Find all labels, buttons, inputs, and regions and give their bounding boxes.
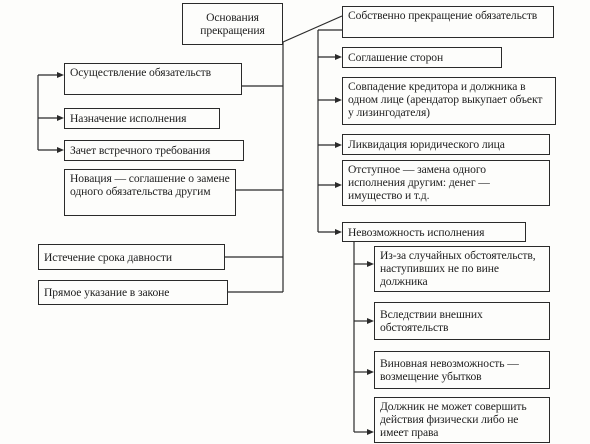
node-label: Совпадение кредитора и должника в одном … [348,80,543,119]
node-limitation: Истечение срока давности [38,244,225,270]
node-label: Новация — соглашение о замене одного обя… [70,172,230,198]
node-culpable: Виновная невозможность — возмещение убыт… [374,351,550,389]
node-label: Невозможность исполнения [348,225,485,239]
node-law: Прямое указание в законе [38,280,228,305]
node-proper-termination: Собственно прекращение обязательств [342,6,554,38]
node-assignment: Назначение исполнения [64,108,220,129]
node-label: Прямое указание в законе [44,286,170,299]
node-liquidation: Ликвидация юридического лица [342,134,550,155]
node-label: Истечение срока давности [44,250,172,264]
node-external: Вследствии внешних обстоятельств [374,302,550,340]
node-novation: Новация — соглашение о замене одного обя… [64,169,236,216]
node-label: Соглашение сторон [348,51,444,64]
node-physical: Должник не может совершить действия физи… [374,397,550,443]
node-label: Ликвидация юридического лица [348,138,505,151]
node-label: Виновная невозможность — возмещение убыт… [380,357,519,383]
node-label: Из-за случайных обстоятельств, наступивш… [380,249,536,288]
node-impossibility: Невозможность исполнения [342,222,526,242]
node-label: Осуществление обязательств [70,66,211,79]
node-label: Зачет встречного требования [70,144,211,157]
node-compensation: Отступное — замена одного исполнения дру… [342,160,550,206]
node-merger: Совпадение кредитора и должника в одном … [342,77,556,125]
node-label: Должник не может совершить действия физи… [380,400,527,439]
node-label: Вследствии внешних обстоятельств [380,308,483,334]
node-agreement: Соглашение сторон [342,47,502,68]
root-node: Основания прекращения [182,3,283,45]
node-label: Назначение исполнения [70,112,187,125]
node-accidental: Из-за случайных обстоятельств, наступивш… [374,246,550,292]
root-label: Основания прекращения [200,11,265,37]
node-setoff: Зачет встречного требования [64,140,244,161]
node-performance: Осуществление обязательств [64,63,242,95]
node-label: Собственно прекращение обязательств [348,9,538,22]
node-label: Отступное — замена одного исполнения дру… [348,163,490,202]
